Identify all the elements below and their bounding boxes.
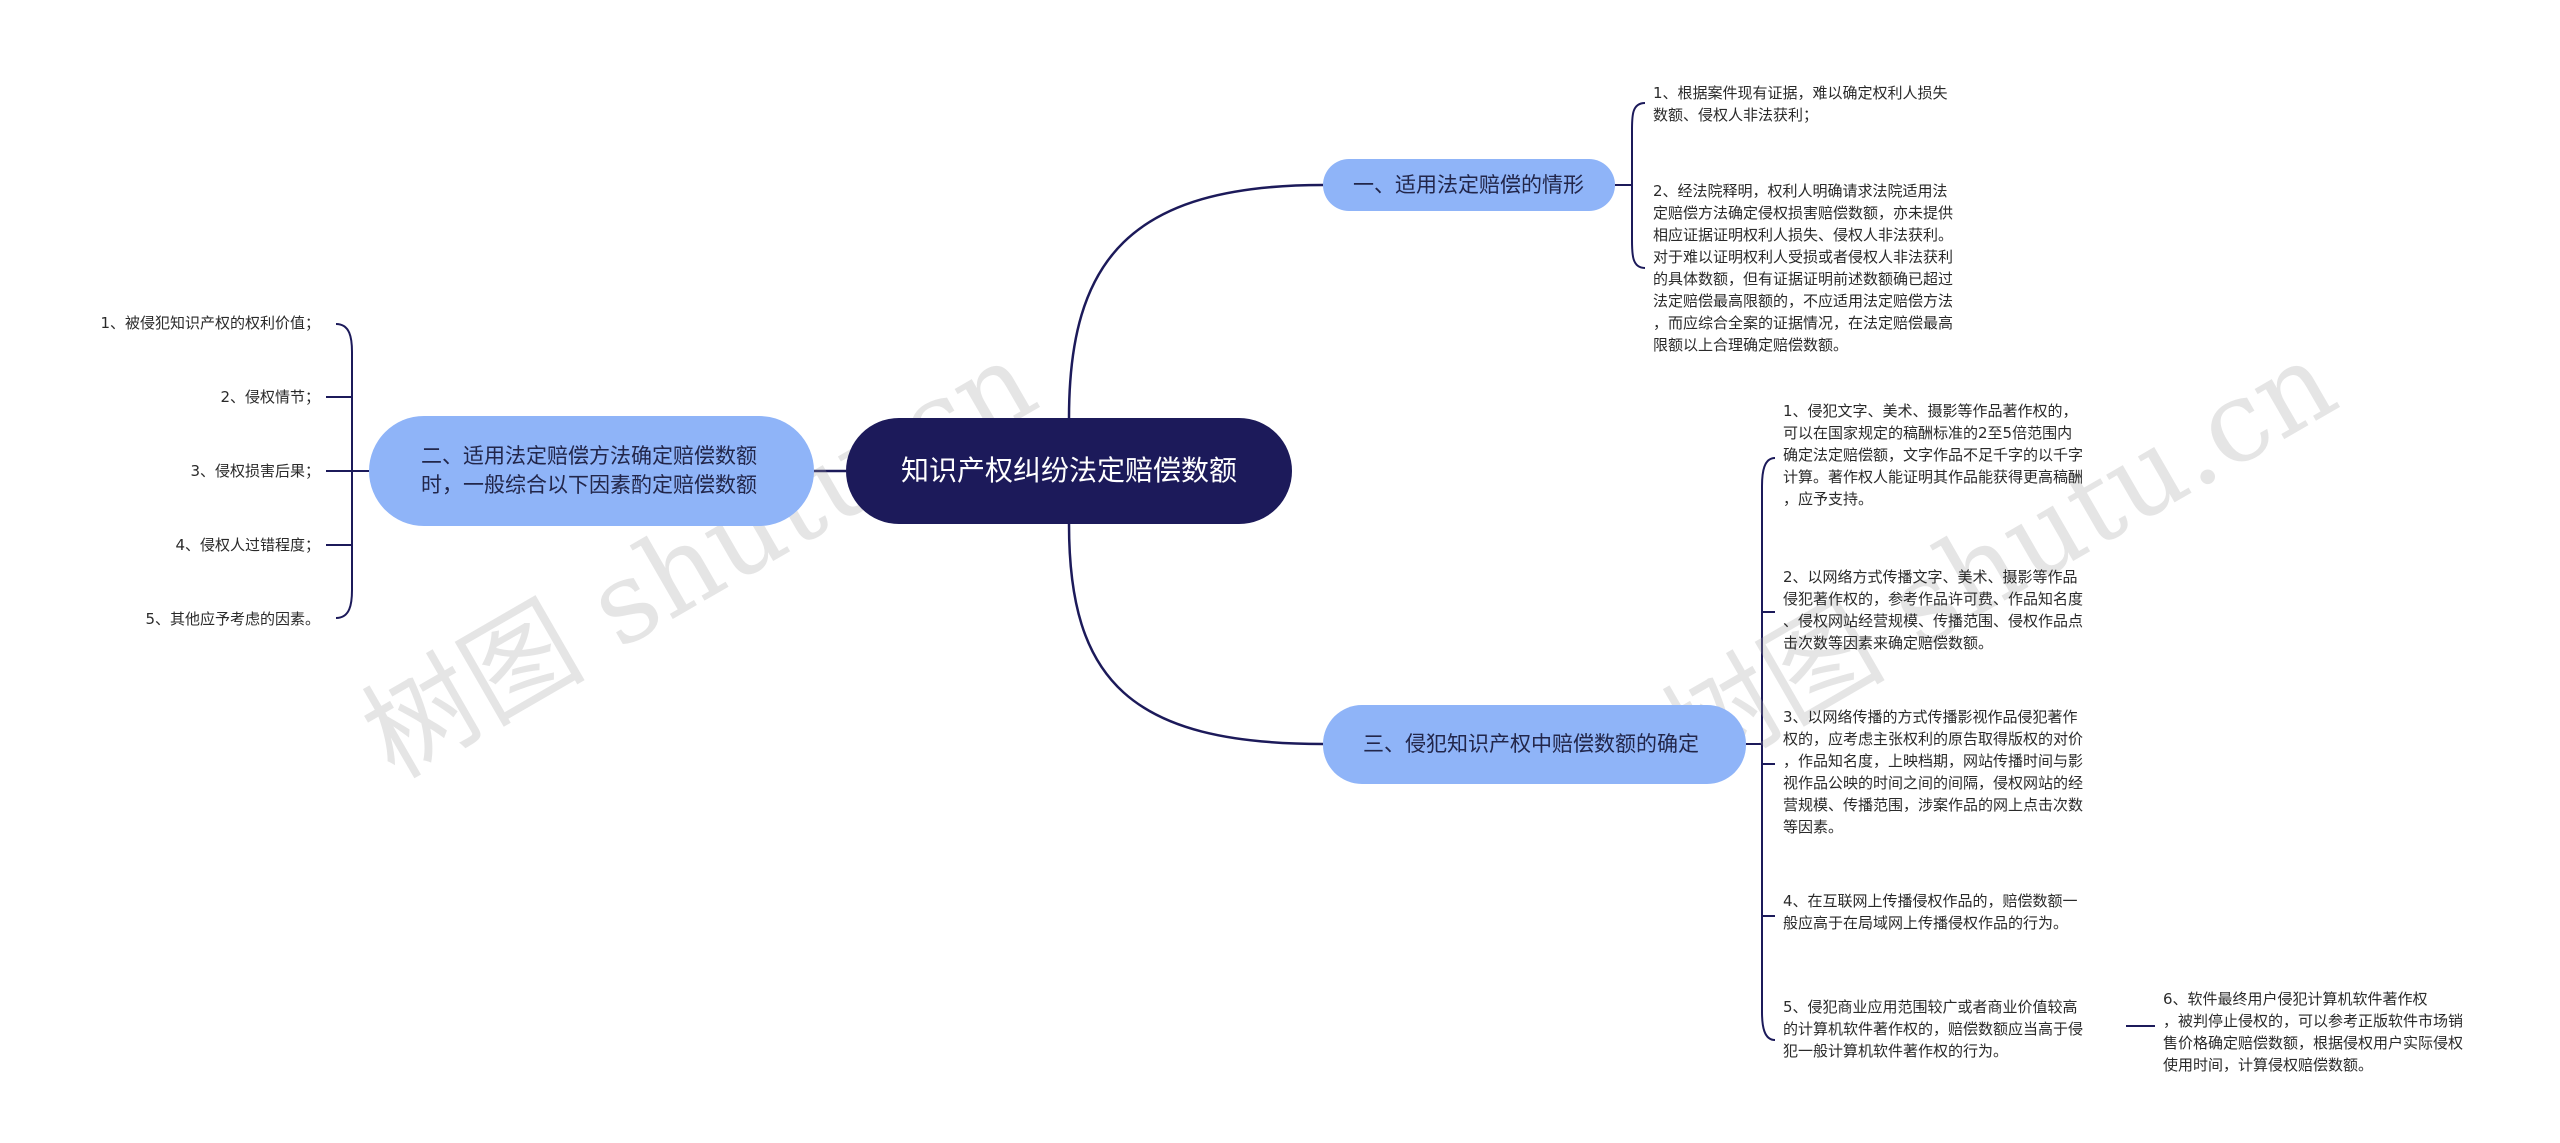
leaf-2-2[interactable]: 2、侵权情节； [220,388,320,406]
branch-node-3[interactable]: 三、侵犯知识产权中赔偿数额的确定 [1323,705,1746,784]
branch-node-2[interactable]: 二、适用法定赔偿方法确定赔偿数额时，一般综合以下因素酌定赔偿数额 [369,416,814,526]
branch-node-1[interactable]: 一、适用法定赔偿的情形 [1323,159,1615,211]
root-node[interactable]: 知识产权纠纷法定赔偿数额 [846,418,1292,524]
leaf-3-5-1[interactable]: 6、软件最终用户侵犯计算机软件著作权 ，被判停止侵权的，可以参考正版软件市场销 … [2163,990,2464,1074]
branch-2-label: 二、适用法定赔偿方法确定赔偿数额时，一般综合以下因素酌定赔偿数额 [421,444,757,497]
branch-1-label: 一、适用法定赔偿的情形 [1353,172,1584,197]
branch-3-label: 三、侵犯知识产权中赔偿数额的确定 [1363,732,1699,756]
leaf-2-4[interactable]: 4、侵权人过错程度； [175,536,320,554]
leaf-3-5[interactable]: 5、侵犯商业应用范围较广或者商业价值较高 的计算机软件著作权的，赔偿数额应当高于… [1783,998,2084,1060]
leaf-2-3[interactable]: 3、侵权损害后果； [190,462,320,480]
leaf-1-1[interactable]: 1、根据案件现有证据，难以确定权利人损失 数额、侵权人非法获利； [1653,84,1948,124]
leaf-1-2[interactable]: 2、经法院释明，权利人明确请求法院适用法 定赔偿方法确定侵权损害赔偿数额，亦未提… [1653,182,1954,354]
root-label: 知识产权纠纷法定赔偿数额 [900,454,1237,487]
leaf-3-4[interactable]: 4、在互联网上传播侵权作品的，赔偿数额一 般应高于在局域网上传播侵权作品的行为。 [1783,892,2078,932]
leaf-3-1[interactable]: 1、侵犯文字、美术、摄影等作品著作权的， 可以在国家规定的稿酬标准的2至5倍范围… [1783,402,2084,508]
leaf-3-3[interactable]: 3、以网络传播的方式传播影视作品侵犯著作 权的，应考虑主张权利的原告取得版权的对… [1783,708,2084,836]
leaf-3-2[interactable]: 2、以网络方式传播文字、美术、摄影等作品 侵犯著作权的，参考作品许可费、作品知名… [1783,568,2084,652]
leaf-2-5[interactable]: 5、其他应予考虑的因素。 [145,610,320,628]
leaf-2-1[interactable]: 1、被侵犯知识产权的权利价值； [100,314,320,332]
